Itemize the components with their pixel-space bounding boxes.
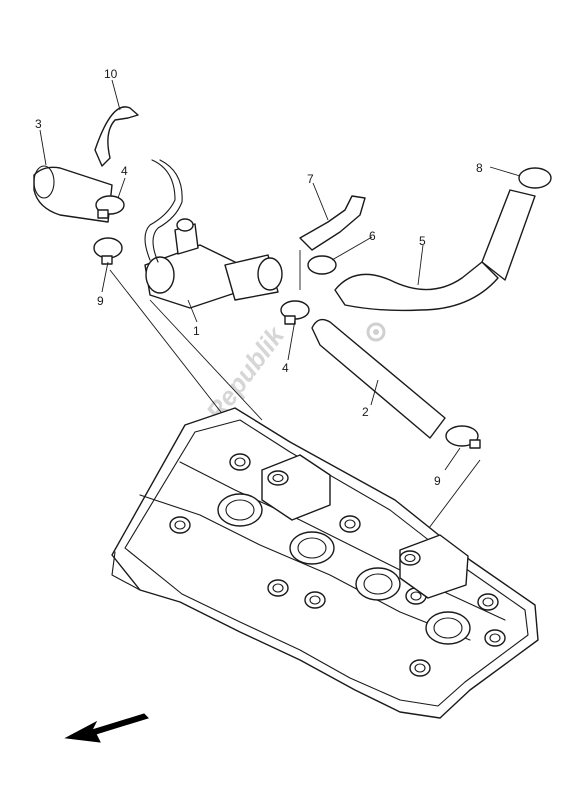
callout-9: 9 bbox=[434, 474, 441, 488]
callout-leaders bbox=[39, 79, 521, 471]
callout-7: 7 bbox=[307, 172, 314, 186]
cylinder-head-cover bbox=[111, 407, 539, 719]
part-9-clamp bbox=[93, 237, 123, 265]
part-9-clamp bbox=[445, 425, 481, 449]
callout-6: 6 bbox=[369, 229, 376, 243]
callout-3: 3 bbox=[35, 117, 42, 131]
callout-labels: 10 3 4 9 1 7 6 5 8 4 2 9 bbox=[35, 67, 483, 488]
callout-2: 2 bbox=[362, 405, 369, 419]
callout-8: 8 bbox=[476, 161, 483, 175]
head-port bbox=[425, 611, 471, 645]
callout-10: 10 bbox=[104, 67, 118, 81]
head-port bbox=[355, 567, 401, 601]
callout-4: 4 bbox=[282, 361, 289, 375]
callout-4: 4 bbox=[121, 164, 128, 178]
callout-9: 9 bbox=[97, 294, 104, 308]
callout-1: 1 bbox=[193, 324, 200, 338]
front-arrow-icon bbox=[64, 713, 149, 743]
part-10-bracket bbox=[94, 106, 139, 167]
plug-hole bbox=[229, 453, 251, 471]
part-7-bracket bbox=[299, 195, 366, 251]
gear-logo bbox=[366, 322, 386, 342]
part-2-hose bbox=[311, 318, 446, 439]
head-port bbox=[289, 531, 335, 565]
part-8-clamp bbox=[518, 167, 552, 189]
reed-valve-housing bbox=[399, 534, 469, 599]
reed-valve-housing bbox=[261, 454, 331, 521]
part-3-hose bbox=[33, 165, 113, 223]
plug-hole bbox=[484, 629, 506, 647]
part-1-air-cut-valve bbox=[144, 159, 283, 309]
plug-hole bbox=[477, 593, 499, 611]
plug-hole bbox=[409, 659, 431, 677]
head-port bbox=[217, 493, 263, 527]
part-5-hose bbox=[334, 189, 536, 312]
plug-hole bbox=[267, 579, 289, 597]
part-6-clamp bbox=[307, 255, 337, 275]
plug-hole bbox=[304, 591, 326, 609]
part-4-clamp bbox=[95, 195, 125, 219]
part-4-clamp bbox=[280, 300, 310, 325]
plug-hole bbox=[169, 516, 191, 534]
plug-hole bbox=[339, 515, 361, 533]
callout-5: 5 bbox=[419, 234, 426, 248]
